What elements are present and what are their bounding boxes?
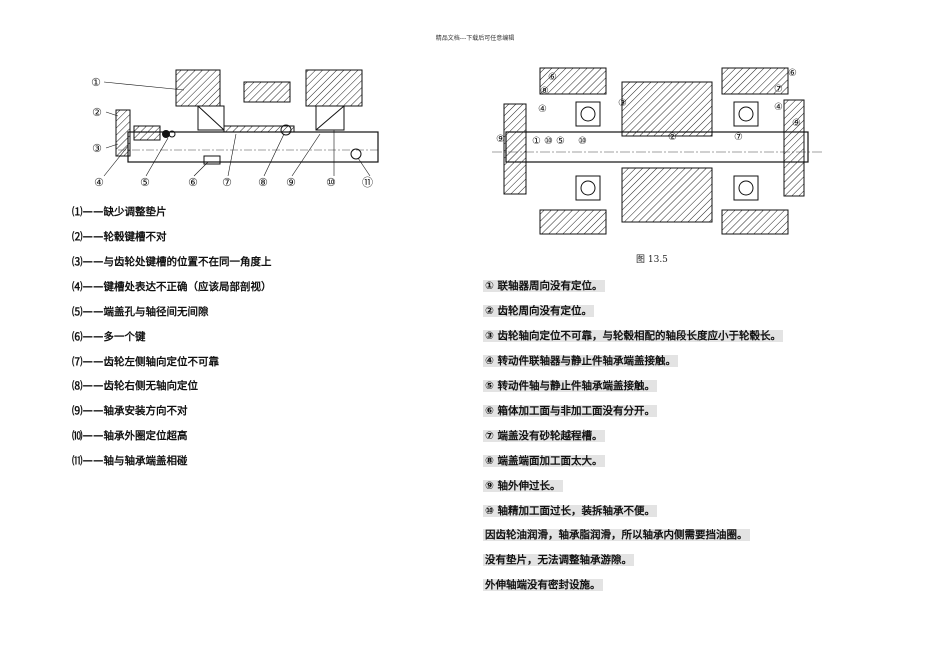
left-list-item: ⑴——缺少调整垫片 [72,206,167,218]
left-callout: ⑨ [286,176,296,189]
right-callout: ⑨ [792,118,801,129]
right-callout: ④ [538,104,547,115]
left-list-item: ⑾——轴与轴承端盖相碰 [72,455,188,467]
left-list-item: ⑷——键槽处表达不正确（应该局部剖视） [72,281,272,293]
right-callout: ⑩ [544,136,553,147]
left-callout: ④ [94,176,104,189]
left-callout: ③ [92,142,102,155]
figure-caption: 图 13.5 [636,255,668,265]
right-list-item: 因齿轮油润滑，轴承脂润滑，所以轴承内侧需要挡油圈。 [483,529,750,541]
left-list-item: ⑶——与齿轮处键槽的位置不在同一角度上 [72,256,272,268]
right-callout: ⑨ [496,134,505,145]
right-callout: ⑦ [774,84,783,95]
left-list-item: ⑺——齿轮左侧轴向定位不可靠 [72,356,219,368]
left-callout: ① [91,76,101,89]
right-list-item: ③ 齿轮轴向定位不可靠，与轮毂相配的轴段长度应小于轮毂长。 [483,330,784,342]
right-list-item: ① 联轴器周向没有定位。 [483,280,605,292]
left-callout: ⑤ [140,176,150,189]
left-list-item: ⑼——轴承安装方向不对 [72,405,188,417]
right-list-item: ④ 转动件联轴器与静止件轴承端盖接触。 [483,355,679,367]
right-callout: ⑧ [540,86,549,97]
right-callout: ⑤ [556,136,565,147]
page-header: 精品文档---下载后可任意编辑 [435,35,515,42]
left-callout: ⑧ [258,176,268,189]
left-list-item: ⑽——轴承外圈定位超高 [72,430,188,442]
right-gearbox-drawing: ⑥ ⑧ ④ ③ ⑨ ① ⑩ ⑤ ⑩ ② ⑦ ⑥ ⑦ ④ ⑨ [492,67,824,235]
right-list-item: ⑩ 轴精加工面过长，装拆轴承不便。 [483,505,658,517]
left-list-item: ⑻——齿轮右侧无轴向定位 [72,380,198,392]
right-callout: ③ [618,98,627,109]
right-callout: ④ [774,102,783,113]
right-list-item: ⑨ 轴外伸过长。 [483,480,563,492]
left-callout: ⑦ [222,176,232,189]
left-callout: ② [92,106,102,119]
right-list-item: ⑧ 端盖端面加工面太大。 [483,455,605,467]
right-callout: ① [532,136,541,147]
right-list-item: ⑥ 箱体加工面与非加工面没有分开。 [483,405,658,417]
right-callout: ⑥ [548,72,557,83]
right-list-item: ⑦ 端盖没有砂轮越程槽。 [483,430,605,442]
left-callout: ⑥ [188,176,198,189]
left-callout: ⑪ [362,176,373,189]
right-callout: ⑥ [788,68,797,79]
right-callout: ⑩ [578,136,587,147]
left-callout: ⑩ [326,176,336,189]
left-shaft-drawing: ① ② ③ ④ ⑤ ⑥ ⑦ ⑧ ⑨ ⑩ ⑪ [91,69,379,189]
right-list-item: ② 齿轮周向没有定位。 [483,305,595,317]
left-list-item: ⑸——端盖孔与轴径间无间隙 [72,306,209,318]
right-list-item: 没有垫片，无法调整轴承游隙。 [483,554,634,566]
right-callout: ⑦ [734,132,743,143]
right-callout: ② [668,132,677,143]
right-list-item: 外伸轴端没有密封设施。 [483,579,603,591]
right-list-item: ⑤ 转动件轴与静止件轴承端盖接触。 [483,380,658,392]
left-list-item: ⑹——多一个键 [72,331,146,343]
left-list-item: ⑵——轮毂键槽不对 [72,231,167,243]
